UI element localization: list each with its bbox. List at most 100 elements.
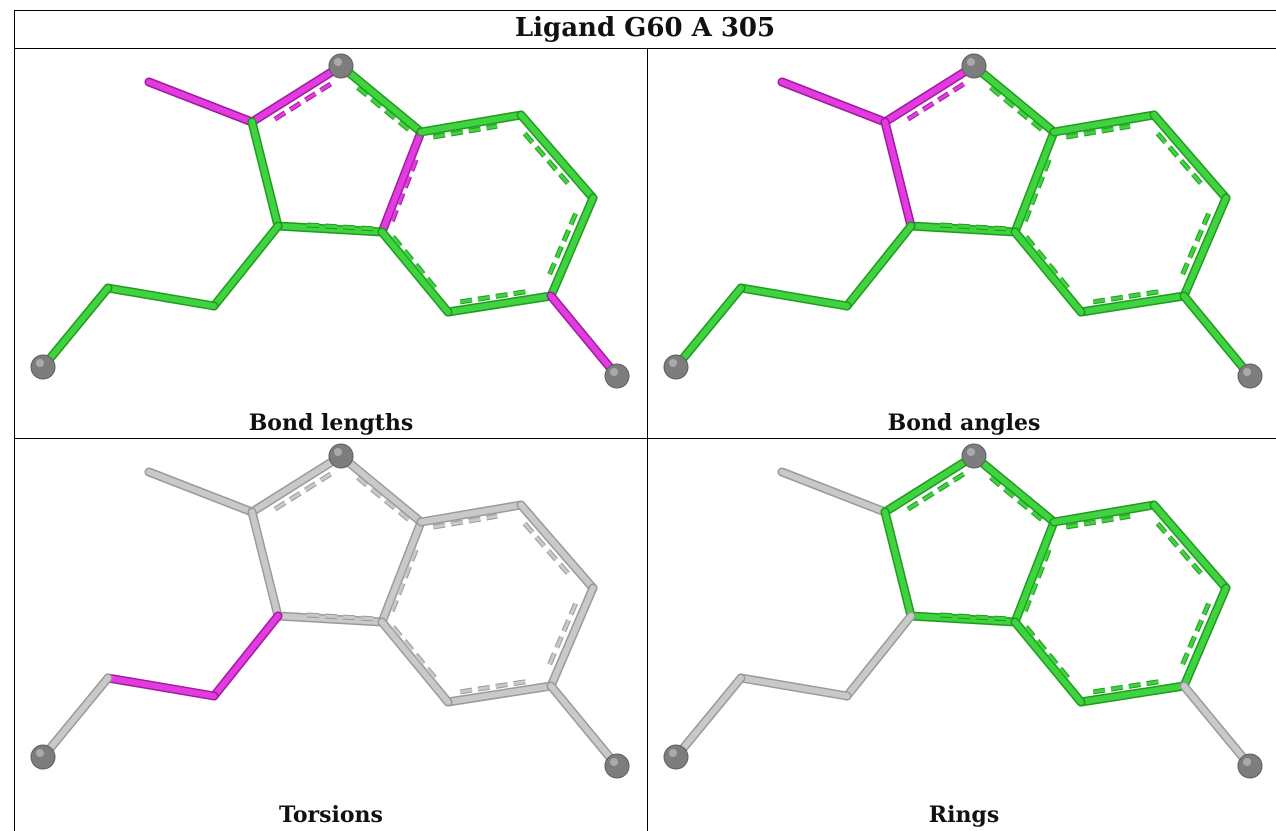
aromatic-dash-c5c4 <box>459 680 526 694</box>
aromatic-dash-c4c3a <box>391 625 437 679</box>
bond-c7ac3a <box>1012 519 1057 625</box>
bond-c5c4 <box>445 683 554 705</box>
bond-c6c5 <box>548 585 596 689</box>
bond-c5c4 <box>1078 683 1187 705</box>
bond-c3ac3 <box>908 223 1018 235</box>
bond-c7ac7 <box>1051 502 1157 525</box>
bond-c2s1 <box>249 63 344 125</box>
top-border <box>14 10 1276 11</box>
atom-sphere-cl <box>1237 363 1263 389</box>
bond-c5cl <box>1181 293 1253 379</box>
atom-sphere-cl2 <box>663 744 689 770</box>
bond-meC2 <box>779 79 888 125</box>
bond-c3c2 <box>882 509 914 619</box>
aromatic-dash-c7c6 <box>1156 522 1205 578</box>
aromatic-dash-c7ac7 <box>1065 514 1131 529</box>
atom-sphere-s1 <box>328 53 354 79</box>
left-border <box>14 10 15 831</box>
atom-sphere-s1 <box>328 443 354 469</box>
aromatic-dash-c3ac3 <box>306 613 374 621</box>
atom-sphere-s1 <box>961 443 987 469</box>
bond-c3ca <box>211 613 281 699</box>
panel-caption-bond-lengths: Bond lengths <box>248 410 414 436</box>
aromatic-dash-c3ac3 <box>939 223 1007 231</box>
aromatic-dash-c5c4 <box>459 290 526 304</box>
aromatic-dash-c6c5 <box>1180 602 1211 667</box>
atom-highlight-cl <box>610 368 618 376</box>
bond-c3ac3 <box>275 613 385 625</box>
torsions-molecule <box>30 443 630 779</box>
bond-c4c3a <box>379 229 451 315</box>
aromatic-dash-c5c4 <box>1092 680 1159 694</box>
bond-lengths-molecule <box>30 53 630 389</box>
bond-cbcl <box>40 675 111 760</box>
panel-bond-lengths: Bond lengths <box>16 50 646 440</box>
bond-c4c3a <box>379 619 451 705</box>
bond-c3ac3 <box>908 613 1018 625</box>
bond-c6c5 <box>1181 585 1229 689</box>
rings-molecule <box>663 443 1263 779</box>
atom-sphere-cl2 <box>30 354 56 380</box>
bond-s1c7a <box>338 63 424 135</box>
bond-c4c3a <box>1012 229 1084 315</box>
bond-c7c6 <box>518 502 596 591</box>
aromatic-dash-s1c7a <box>356 476 410 522</box>
bond-meC2 <box>146 79 255 125</box>
aromatic-dash-c7ac3a <box>1022 549 1051 615</box>
aromatic-dash-c2s1 <box>907 82 966 121</box>
atom-highlight-s1 <box>334 448 342 456</box>
bond-c3ac3 <box>275 223 385 235</box>
bond-c5cl <box>548 683 620 769</box>
aromatic-dash-c6c5 <box>547 602 578 667</box>
figure-title: Ligand G60 A 305 <box>514 13 776 43</box>
aromatic-dash-c7ac7 <box>1065 124 1131 139</box>
bond-c5c4 <box>1078 293 1187 315</box>
bond-c3ca <box>844 613 914 699</box>
aromatic-dash-c4c3a <box>1024 235 1070 289</box>
atom-sphere-cl <box>604 363 630 389</box>
bond-c4c3a <box>1012 619 1084 705</box>
bond-cacb <box>738 675 850 699</box>
aromatic-dash-c7ac3a <box>389 159 418 225</box>
bond-c6c5 <box>548 195 596 299</box>
atom-highlight-s1 <box>967 58 975 66</box>
bond-c7c6 <box>518 112 596 201</box>
bond-c7c6 <box>1151 502 1229 591</box>
panel-torsions: Torsions <box>16 440 646 830</box>
atom-highlight-s1 <box>967 448 975 456</box>
atom-highlight-cl2 <box>36 359 44 367</box>
aromatic-dash-c2s1 <box>274 82 333 121</box>
bond-c2s1 <box>249 453 344 515</box>
atom-sphere-cl <box>1237 753 1263 779</box>
bond-c2s1 <box>882 63 977 125</box>
bond-c2s1 <box>882 453 977 515</box>
aromatic-dash-c7c6 <box>523 132 572 188</box>
aromatic-dash-c5c4 <box>1092 290 1159 304</box>
bond-c7ac3a <box>379 129 424 235</box>
bond-c3c2 <box>249 509 281 619</box>
atom-highlight-cl2 <box>669 359 677 367</box>
aromatic-dash-c4c3a <box>1024 625 1070 679</box>
aromatic-dash-c7ac7 <box>432 124 498 139</box>
panel-caption-torsions: Torsions <box>279 802 383 828</box>
bond-c7ac7 <box>418 112 524 135</box>
bond-c5cl <box>1181 683 1253 769</box>
aromatic-dash-s1c7a <box>989 476 1043 522</box>
aromatic-dash-c7ac7 <box>432 514 498 529</box>
aromatic-dash-c2s1 <box>907 472 966 511</box>
aromatic-dash-c4c3a <box>391 235 437 289</box>
aromatic-dash-s1c7a <box>356 86 410 132</box>
atom-highlight-cl <box>1243 368 1251 376</box>
bond-cacb <box>105 285 217 309</box>
aromatic-dash-c7c6 <box>523 522 572 578</box>
bond-cbcl <box>40 285 111 370</box>
panel-caption-rings: Rings <box>928 802 1000 828</box>
panel-caption-bond-angles: Bond angles <box>887 410 1041 436</box>
bond-c7ac7 <box>1051 112 1157 135</box>
aromatic-dash-c3ac3 <box>939 613 1007 621</box>
bond-meC2 <box>146 469 255 515</box>
aromatic-dash-c6c5 <box>1180 212 1211 277</box>
bond-c7ac7 <box>418 502 524 525</box>
bond-cbcl <box>673 285 744 370</box>
bond-cacb <box>738 285 850 309</box>
